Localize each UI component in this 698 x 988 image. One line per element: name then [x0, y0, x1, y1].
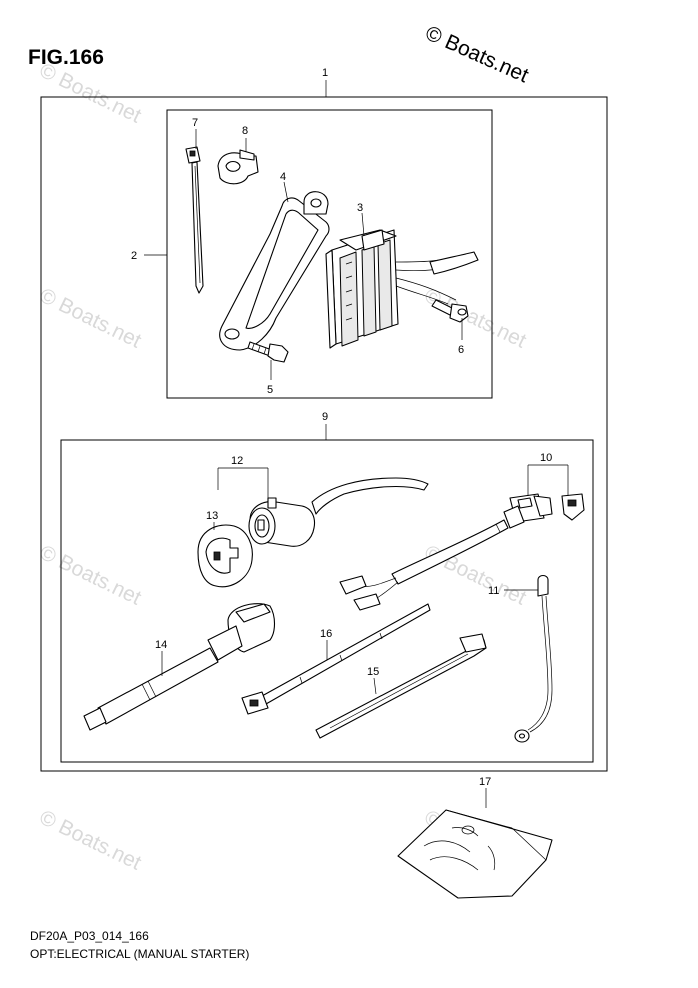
lower-subframe: [60, 439, 594, 763]
callout-10: 10: [540, 452, 552, 464]
watermark-ghost: © Boats.net: [36, 59, 145, 128]
callout-12: 12: [231, 455, 243, 467]
receptacle-part-12[interactable]: [248, 477, 429, 547]
tie-strap-part-15[interactable]: [315, 633, 487, 739]
callout-numbers: 1 2 3 4 5 6 7 8 9 10 11 12 13 14 15 16 1…: [131, 67, 552, 788]
bolt-part-5[interactable]: [247, 341, 289, 363]
fuse-part-10[interactable]: [561, 493, 585, 521]
callout-6: 6: [458, 344, 464, 356]
callout-11: 11: [488, 585, 499, 597]
figure-caption: OPT:ELECTRICAL (MANUAL STARTER): [30, 947, 249, 961]
watermark-ghost: © Boats.net: [421, 284, 530, 353]
watermark-ghost: © Boats.net: [36, 806, 145, 875]
bolt-part-6[interactable]: [431, 299, 469, 323]
connector-part-10[interactable]: [503, 493, 553, 529]
watermark-main: © Boats.net: [422, 22, 532, 88]
bracket-part-4[interactable]: [219, 191, 330, 351]
leader-lines: [144, 80, 569, 808]
watermark-ghost: © Boats.net: [36, 541, 145, 610]
callout-16: 16: [320, 628, 332, 640]
upper-subframe: [166, 109, 493, 399]
wire-harness-part-9[interactable]: [339, 519, 509, 611]
callout-5: 5: [267, 384, 273, 396]
figure-title: FIG.166: [28, 46, 104, 69]
callout-1: 1: [322, 67, 328, 79]
watermark-ghost: © Boats.net: [421, 541, 530, 610]
outer-frame: [40, 96, 608, 772]
figure-code: DF20A_P03_014_166: [30, 929, 149, 943]
callout-3: 3: [357, 202, 363, 214]
callout-9: 9: [322, 411, 328, 423]
regulator-part-3[interactable]: [325, 229, 479, 349]
callout-13: 13: [206, 510, 218, 522]
cable-part-14[interactable]: [83, 603, 276, 731]
cable-tie-part-16[interactable]: [241, 603, 431, 715]
clamp-part-8[interactable]: [217, 149, 259, 185]
callout-15: 15: [367, 666, 379, 678]
callout-4: 4: [280, 171, 286, 183]
callout-14: 14: [155, 639, 167, 651]
callout-17: 17: [479, 776, 491, 788]
parts-bag-part-17[interactable]: [397, 809, 553, 899]
callout-7: 7: [192, 117, 198, 129]
cable-tie-part-7[interactable]: [185, 146, 204, 294]
callout-8: 8: [242, 125, 248, 137]
ground-wire-part-11[interactable]: [514, 574, 553, 743]
plug-part-13[interactable]: [197, 524, 253, 588]
callout-2: 2: [131, 250, 137, 262]
watermark-ghost: © Boats.net: [36, 284, 145, 353]
